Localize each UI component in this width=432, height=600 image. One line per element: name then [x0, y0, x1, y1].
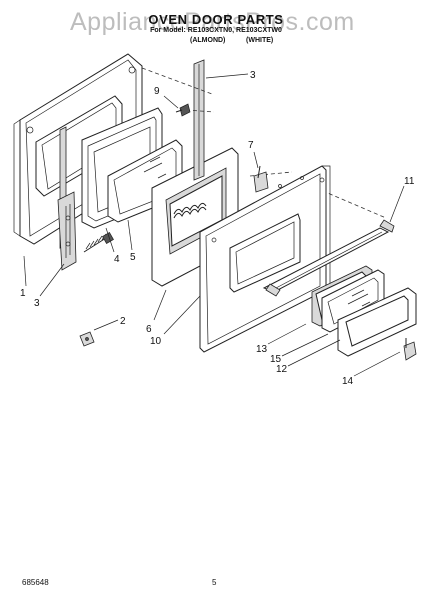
- callout-2: 2: [120, 316, 126, 327]
- leader-15: [281, 333, 329, 357]
- callout-4: 4: [114, 254, 120, 265]
- outer-door-panel: [199, 165, 331, 353]
- callout-3-top: 3: [250, 70, 256, 81]
- variant-white: (WHITE): [246, 37, 274, 44]
- door-hinge: [57, 126, 77, 271]
- callout-15: 15: [270, 354, 282, 365]
- callout-9: 9: [154, 86, 160, 97]
- door-side-trim: [193, 59, 205, 181]
- callout-6: 6: [146, 324, 152, 335]
- hinge-receptacle: [79, 331, 95, 347]
- document-number: 685648: [22, 578, 49, 587]
- door-clip: [253, 165, 269, 193]
- callout-3-left: 3: [34, 298, 40, 309]
- leader-4: [105, 227, 115, 253]
- leader-5: [127, 219, 133, 251]
- inner-door-liner: [13, 53, 143, 245]
- assembly-line-upper: [141, 67, 213, 95]
- leader-7: [253, 151, 259, 169]
- door-insulation-panel: [151, 147, 239, 287]
- leader-3-top: [205, 73, 249, 79]
- callout-14: 14: [342, 376, 354, 387]
- callout-1: 1: [20, 288, 26, 299]
- leader-13: [267, 323, 307, 345]
- leader-9: [163, 95, 179, 109]
- callout-10: 10: [150, 336, 162, 347]
- callout-12: 12: [276, 364, 288, 375]
- leader-1: [23, 255, 27, 287]
- hinge-spring-bolt: [83, 232, 114, 253]
- door-handle: [262, 219, 395, 297]
- window-trim-frame: [337, 287, 417, 357]
- leader-10: [163, 295, 201, 335]
- model-line: For Model: RE103CXTN0, RE103CXTW0: [150, 27, 282, 34]
- page-number: 5: [212, 578, 217, 587]
- callout-5: 5: [130, 252, 136, 263]
- leader-3-left: [39, 263, 65, 297]
- leader-11: [389, 185, 405, 223]
- watermark: AppliancePartsPros.com: [70, 8, 355, 36]
- variant-almond: (ALMOND): [190, 37, 226, 44]
- callout-11: 11: [404, 176, 415, 187]
- diagram-title: OVEN DOOR PARTS: [148, 12, 284, 27]
- leader-12: [287, 339, 341, 367]
- leader-2: [93, 319, 119, 331]
- leader-14: [353, 351, 401, 377]
- leader-6: [153, 289, 167, 321]
- assembly-line-screw: [185, 109, 215, 113]
- assembly-line-handle: [315, 187, 387, 219]
- screw: [175, 103, 191, 117]
- callout-13: 13: [256, 344, 268, 355]
- callout-7: 7: [248, 140, 254, 151]
- mounting-bracket: [403, 338, 417, 361]
